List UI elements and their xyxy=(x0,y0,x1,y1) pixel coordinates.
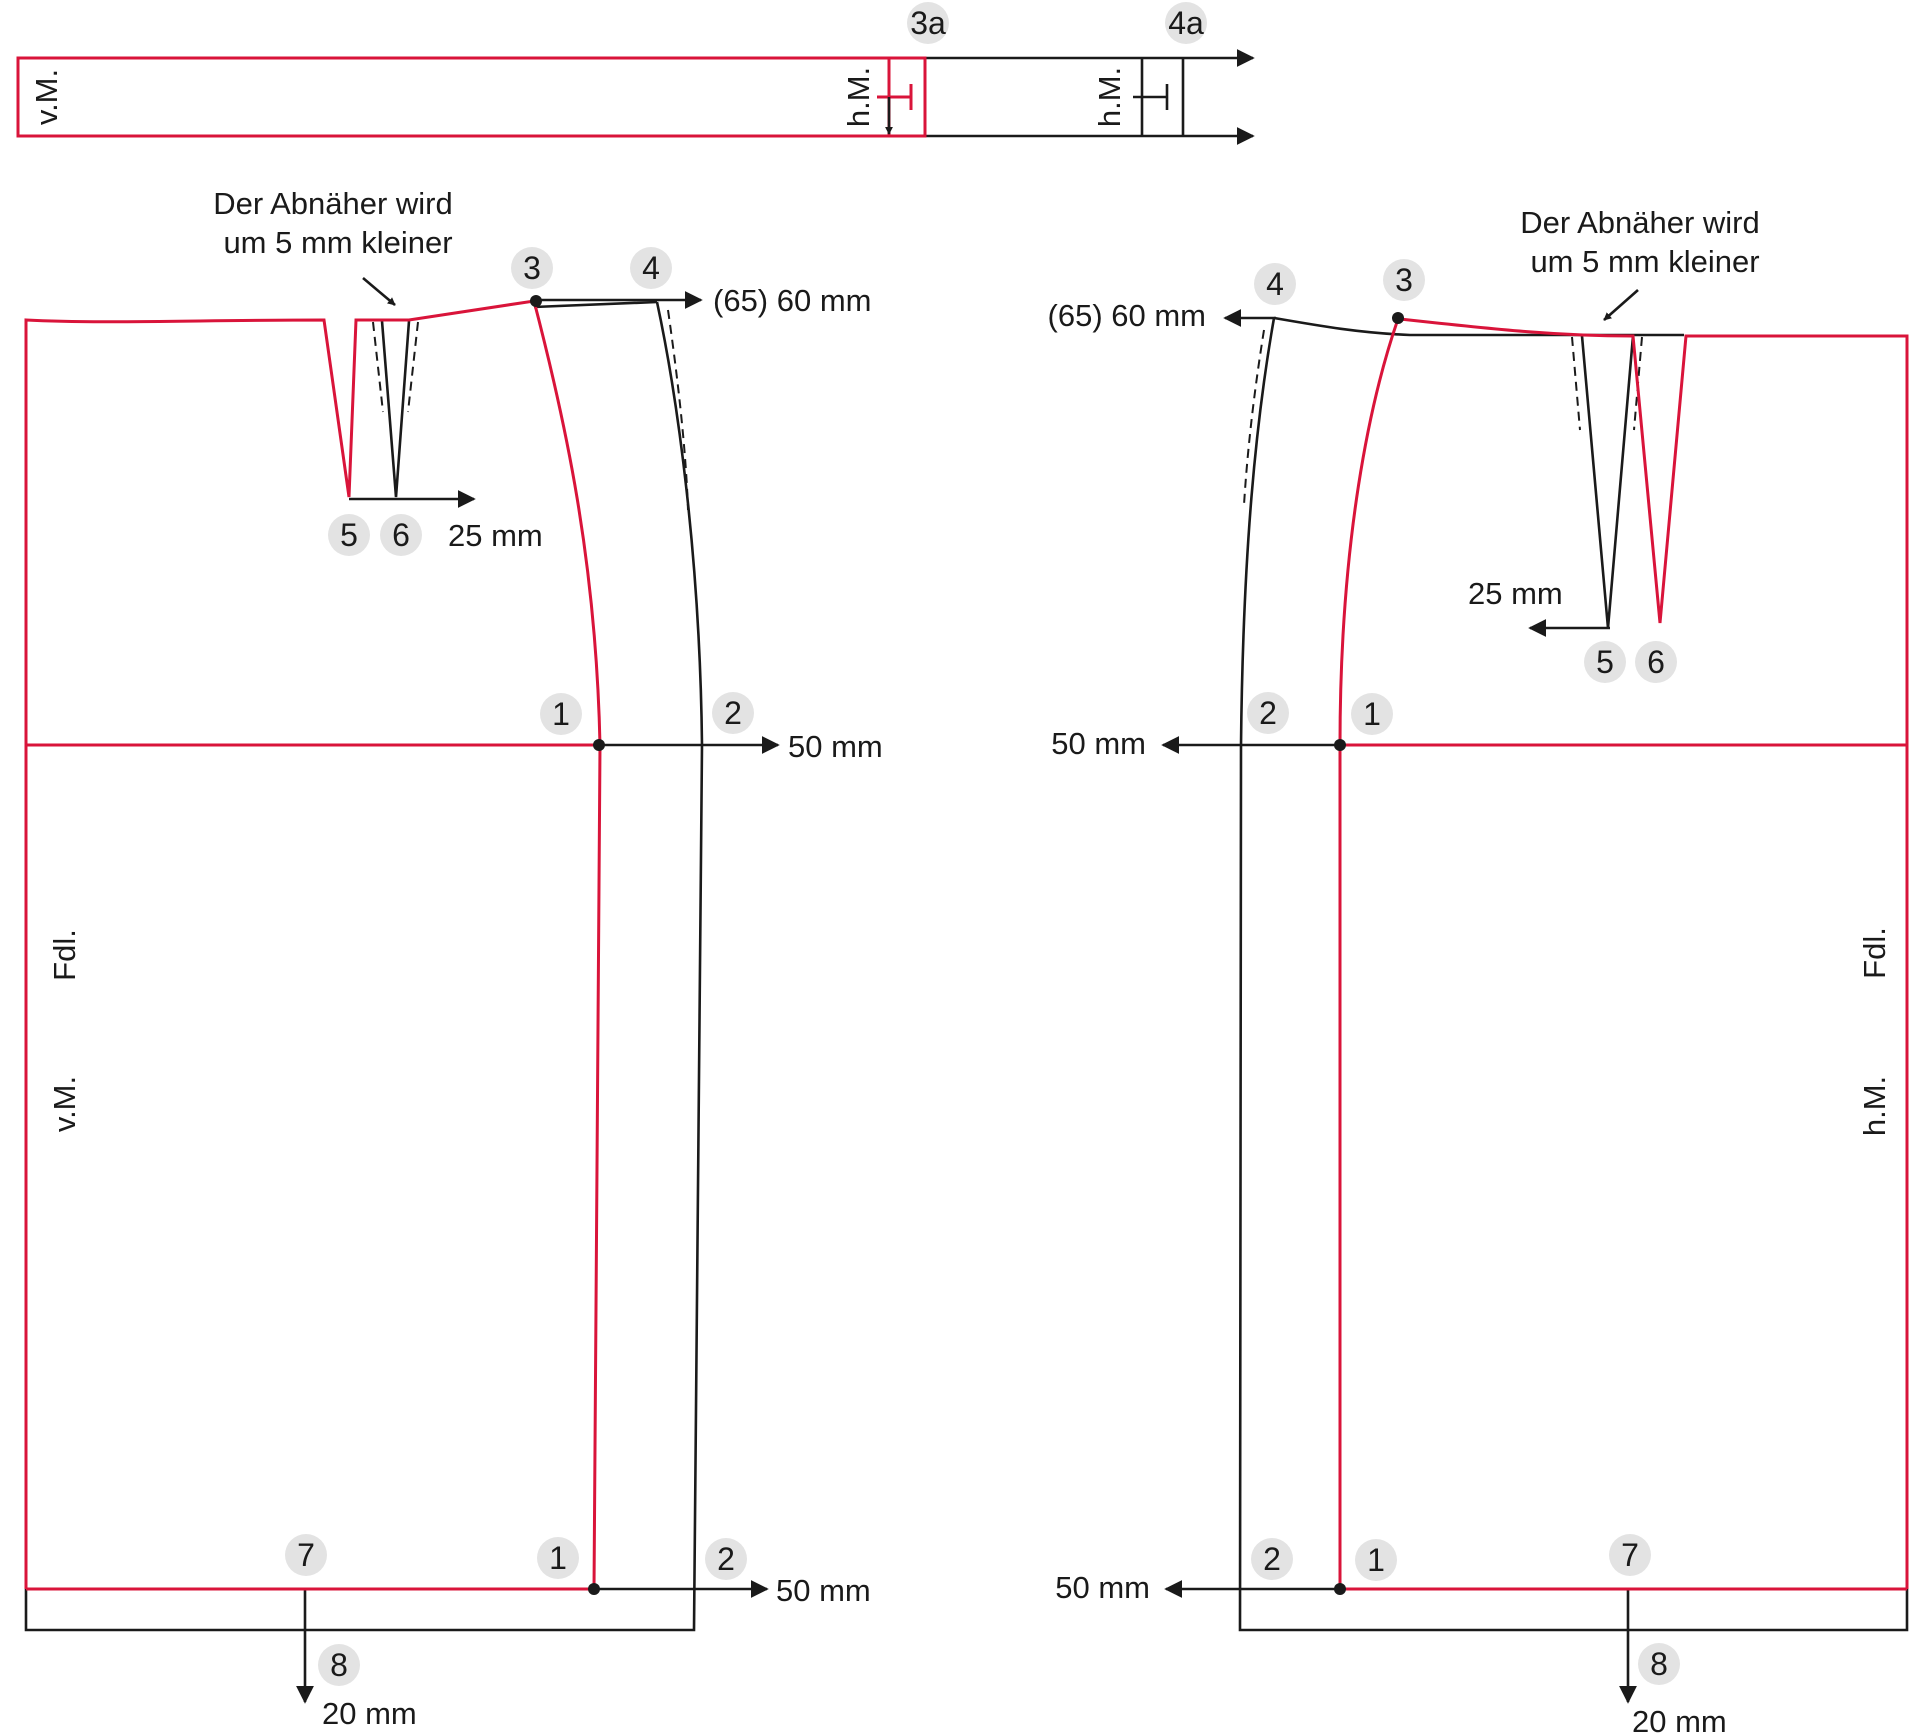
back-center-label: h.M. xyxy=(1857,1076,1892,1136)
back-point-marker-2-hem: 2 xyxy=(1251,1538,1293,1580)
svg-text:6: 6 xyxy=(1647,644,1665,680)
back-hem-ext-label: 50 mm xyxy=(1055,1570,1150,1605)
waistband-red-outline xyxy=(16,56,927,138)
front-center-label: v.M. xyxy=(47,1076,82,1132)
svg-text:2: 2 xyxy=(724,695,742,731)
front-dart-dashed-right xyxy=(407,321,419,413)
back-dart-note-line1: Der Abnäher wird xyxy=(1520,205,1760,240)
front-point-marker-2: 2 xyxy=(712,692,754,734)
back-point-marker-4: 4 xyxy=(1254,263,1296,305)
front-point-3-dot xyxy=(530,295,542,307)
front-hem-point-1-dot xyxy=(588,1583,600,1595)
back-point-marker-7: 7 xyxy=(1609,1534,1651,1576)
front-point-1-dot xyxy=(593,739,605,751)
back-dart-note-line2: um 5 mm kleiner xyxy=(1530,244,1759,279)
front-point-marker-7: 7 xyxy=(285,1534,327,1576)
back-point-marker-5: 5 xyxy=(1584,641,1626,683)
back-note-pointer xyxy=(1603,289,1639,321)
front-point-marker-8: 8 xyxy=(318,1644,360,1686)
front-point-marker-6: 6 xyxy=(380,514,422,556)
front-dart-shift-label: 25 mm xyxy=(448,518,543,553)
back-dart-original xyxy=(1580,335,1635,629)
svg-text:3a: 3a xyxy=(910,5,946,41)
back-point-marker-1: 1 xyxy=(1351,693,1393,735)
front-point-marker-1-hem: 1 xyxy=(537,1537,579,1579)
front-point-marker-3: 3 xyxy=(511,247,553,289)
front-dart-original xyxy=(380,320,411,498)
waistband-hm-label-red: h.M. xyxy=(841,67,876,127)
svg-text:2: 2 xyxy=(717,1541,735,1577)
back-dart-shift-label: 25 mm xyxy=(1468,576,1563,611)
front-point-marker-1: 1 xyxy=(540,693,582,735)
front-side-seam-original xyxy=(24,301,704,1632)
back-point-marker-1-hem: 1 xyxy=(1355,1539,1397,1581)
front-fold-label: Fdl. xyxy=(47,929,82,981)
svg-text:8: 8 xyxy=(330,1647,348,1683)
back-point-3-dot xyxy=(1392,312,1404,324)
front-dart-note-line1: Der Abnäher wird xyxy=(213,186,453,221)
back-waist-ext-label: (65) 60 mm xyxy=(1048,298,1206,333)
front-dart-note-line2: um 5 mm kleiner xyxy=(223,225,452,260)
front-hem-ext-label: 50 mm xyxy=(776,1573,871,1608)
back-hip-ext-label: 50 mm xyxy=(1051,726,1146,761)
front-dart-dashed-left xyxy=(372,321,384,413)
back-dart-dashed-left xyxy=(1571,336,1581,431)
point-marker-3a: 3a xyxy=(907,2,949,44)
back-panel: Der Abnäher wird um 5 mm kleiner (65) 60… xyxy=(1048,205,1909,1735)
front-hem-len-label: 20 mm xyxy=(322,1696,417,1731)
back-side-seam-dashed xyxy=(1243,329,1265,506)
front-point-marker-4: 4 xyxy=(630,247,672,289)
back-side-seam-original xyxy=(1238,317,1909,1632)
back-hem-len-label: 20 mm xyxy=(1632,1704,1727,1735)
front-point-marker-2-hem: 2 xyxy=(705,1538,747,1580)
back-point-marker-2: 2 xyxy=(1247,692,1289,734)
front-point-marker-5: 5 xyxy=(328,514,370,556)
back-hem-point-1-dot xyxy=(1334,1583,1346,1595)
front-waist-original xyxy=(533,300,658,309)
back-point-1-dot xyxy=(1334,739,1346,751)
svg-text:5: 5 xyxy=(340,517,358,553)
waistband: v.M. h.M. h.M. 3a 4a xyxy=(16,2,1255,145)
back-fold-label: Fdl. xyxy=(1857,927,1892,979)
svg-text:1: 1 xyxy=(549,1540,567,1576)
front-new-outline xyxy=(24,299,602,1591)
svg-text:5: 5 xyxy=(1596,644,1614,680)
front-note-pointer xyxy=(362,277,396,306)
back-point-marker-3: 3 xyxy=(1383,259,1425,301)
back-point-marker-6: 6 xyxy=(1635,641,1677,683)
front-hip-ext-label: 50 mm xyxy=(788,729,883,764)
svg-text:1: 1 xyxy=(552,696,570,732)
front-panel: Der Abnäher wird um 5 mm kleiner (65) 60… xyxy=(24,186,883,1731)
waistband-vm-label: v.M. xyxy=(29,69,64,125)
svg-text:7: 7 xyxy=(1621,1537,1639,1573)
point-marker-4a: 4a xyxy=(1165,2,1207,44)
svg-text:7: 7 xyxy=(297,1537,315,1573)
svg-text:2: 2 xyxy=(1259,695,1277,731)
waistband-hm-label-black: h.M. xyxy=(1092,67,1127,127)
back-waist-original xyxy=(1273,316,1684,337)
svg-text:3: 3 xyxy=(1395,262,1413,298)
svg-text:3: 3 xyxy=(523,250,541,286)
svg-text:1: 1 xyxy=(1367,1542,1385,1578)
svg-text:8: 8 xyxy=(1650,1646,1668,1682)
back-point-marker-8: 8 xyxy=(1638,1643,1680,1685)
svg-text:4: 4 xyxy=(642,250,660,286)
svg-text:2: 2 xyxy=(1263,1541,1281,1577)
back-new-outline xyxy=(1338,317,1909,1591)
svg-text:4: 4 xyxy=(1266,266,1284,302)
svg-text:6: 6 xyxy=(392,517,410,553)
front-waist-ext-label: (65) 60 mm xyxy=(713,283,871,318)
svg-text:1: 1 xyxy=(1363,696,1381,732)
svg-text:4a: 4a xyxy=(1168,5,1204,41)
